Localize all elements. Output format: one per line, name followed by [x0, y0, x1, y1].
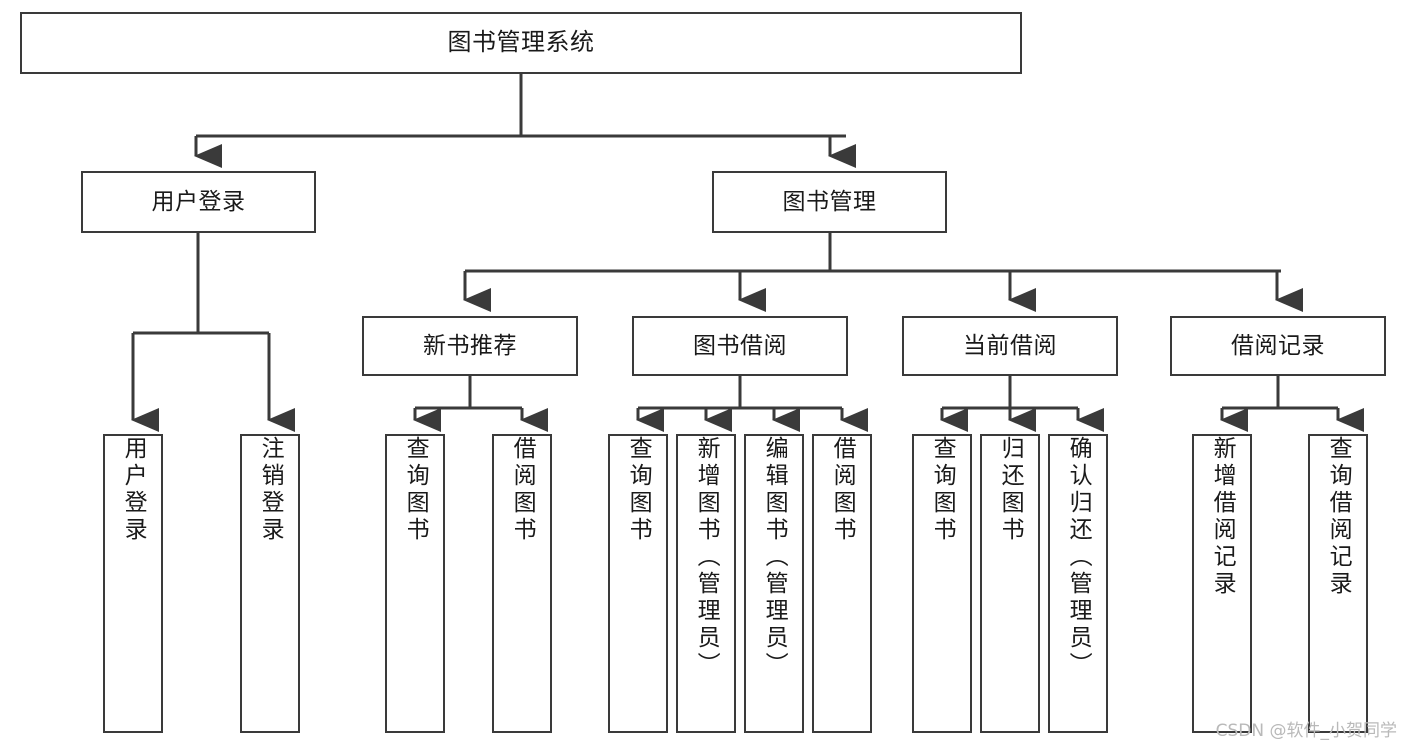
node-root-system[interactable]: 图书管理系统: [20, 12, 1022, 74]
node-leaf-borrow-book-recommend[interactable]: 借阅图书: [492, 434, 552, 733]
node-borrow-record[interactable]: 借阅记录: [1170, 316, 1386, 376]
node-leaf-add-book-admin[interactable]: 新增图书（管理员）: [676, 434, 736, 733]
csdn-watermark: CSDN @软件_小贺同学: [1215, 721, 1397, 741]
node-leaf-user-login[interactable]: 用户登录: [103, 434, 163, 733]
node-new-book-recommend[interactable]: 新书推荐: [362, 316, 578, 376]
node-label: 编辑图书（管理员）: [761, 436, 788, 679]
node-user-login[interactable]: 用户登录: [81, 171, 316, 233]
node-label: 新增借阅记录: [1209, 436, 1236, 598]
node-label: 用户登录: [151, 188, 246, 215]
node-label: 借阅图书: [829, 436, 856, 544]
node-leaf-edit-book-admin[interactable]: 编辑图书（管理员）: [744, 434, 804, 733]
node-leaf-query-book-recommend[interactable]: 查询图书: [385, 434, 445, 733]
node-label: 图书管理系统: [447, 28, 595, 57]
node-label: 当前借阅: [963, 332, 1057, 359]
node-label: 查询图书: [402, 436, 429, 544]
node-leaf-query-book-borrow[interactable]: 查询图书: [608, 434, 668, 733]
node-leaf-query-borrow-record[interactable]: 查询借阅记录: [1308, 434, 1368, 733]
node-label: 新书推荐: [423, 332, 517, 359]
node-book-borrow[interactable]: 图书借阅: [632, 316, 848, 376]
node-label: 查询图书: [929, 436, 956, 544]
node-label: 查询借阅记录: [1325, 436, 1352, 598]
node-label: 归还图书: [997, 436, 1024, 544]
node-label: 查询图书: [625, 436, 652, 544]
node-label: 新增图书（管理员）: [693, 436, 720, 679]
node-leaf-return-book[interactable]: 归还图书: [980, 434, 1040, 733]
node-label: 图书借阅: [693, 332, 787, 359]
node-book-management[interactable]: 图书管理: [712, 171, 947, 233]
node-label: 借阅记录: [1231, 332, 1325, 359]
node-label: 注销登录: [257, 436, 284, 544]
node-label: 借阅图书: [509, 436, 536, 544]
node-leaf-add-borrow-record[interactable]: 新增借阅记录: [1192, 434, 1252, 733]
node-label: 图书管理: [782, 188, 877, 215]
node-leaf-logout[interactable]: 注销登录: [240, 434, 300, 733]
node-leaf-query-book-current[interactable]: 查询图书: [912, 434, 972, 733]
node-label: 用户登录: [120, 436, 147, 544]
node-leaf-borrow-book[interactable]: 借阅图书: [812, 434, 872, 733]
node-leaf-confirm-return-admin[interactable]: 确认归还（管理员）: [1048, 434, 1108, 733]
node-label: 确认归还（管理员）: [1065, 436, 1092, 679]
node-current-borrow[interactable]: 当前借阅: [902, 316, 1118, 376]
